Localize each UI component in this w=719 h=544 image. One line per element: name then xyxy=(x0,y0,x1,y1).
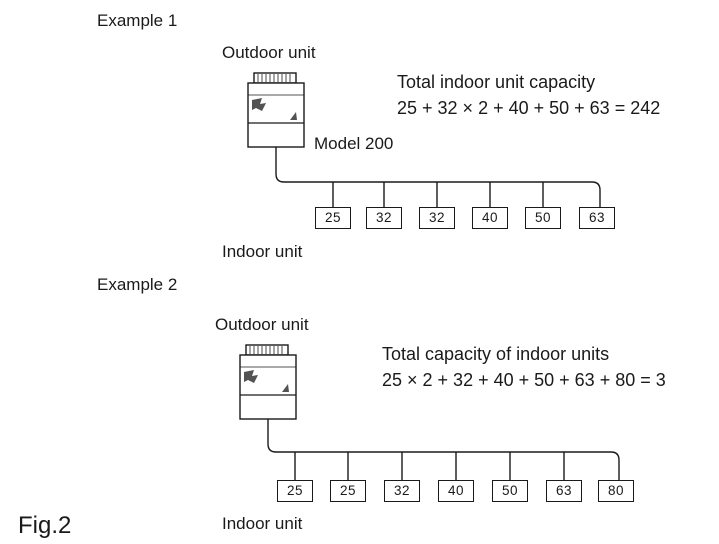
example2-indoor-unit: 25 xyxy=(277,480,313,502)
example1-indoor-unit: 32 xyxy=(366,207,402,229)
example1-outdoor-unit-icon xyxy=(247,72,305,148)
example1-total-title: Total indoor unit capacity xyxy=(397,72,596,92)
example2-total-title: Total capacity of indoor units xyxy=(382,344,610,364)
example2-indoor-unit: 40 xyxy=(438,480,474,502)
example1-indoor-unit: 40 xyxy=(472,207,508,229)
example1-title: Example 1 xyxy=(97,11,178,30)
example2-indoor-label: Indoor unit xyxy=(222,514,303,533)
example1-indoor-unit: 32 xyxy=(419,207,455,229)
example2-outdoor-label: Outdoor unit xyxy=(215,315,309,334)
example1-indoor-unit: 63 xyxy=(579,207,615,229)
example1-model-label: Model 200 xyxy=(314,134,394,153)
example2-indoor-unit: 25 xyxy=(330,480,366,502)
figure-label: Fig.2 xyxy=(18,512,72,539)
example1-indoor-unit: 50 xyxy=(525,207,561,229)
example2-indoor-unit: 50 xyxy=(492,480,528,502)
example1-outdoor-label: Outdoor unit xyxy=(222,43,316,62)
example2-indoor-unit: 63 xyxy=(546,480,582,502)
example2-outdoor-unit-icon xyxy=(239,344,297,420)
example2-indoor-unit: 80 xyxy=(598,480,634,502)
example1-indoor-unit: 25 xyxy=(315,207,351,229)
example2-total-formula: 25 × 2 + 32 + 40 + 50 + 63 + 80 = 3 xyxy=(382,370,666,390)
example1-indoor-label: Indoor unit xyxy=(222,242,303,261)
example2-title: Example 2 xyxy=(97,275,178,294)
example2-indoor-unit: 32 xyxy=(384,480,420,502)
example1-total-formula: 25 + 32 × 2 + 40 + 50 + 63 = 242 xyxy=(397,98,661,118)
